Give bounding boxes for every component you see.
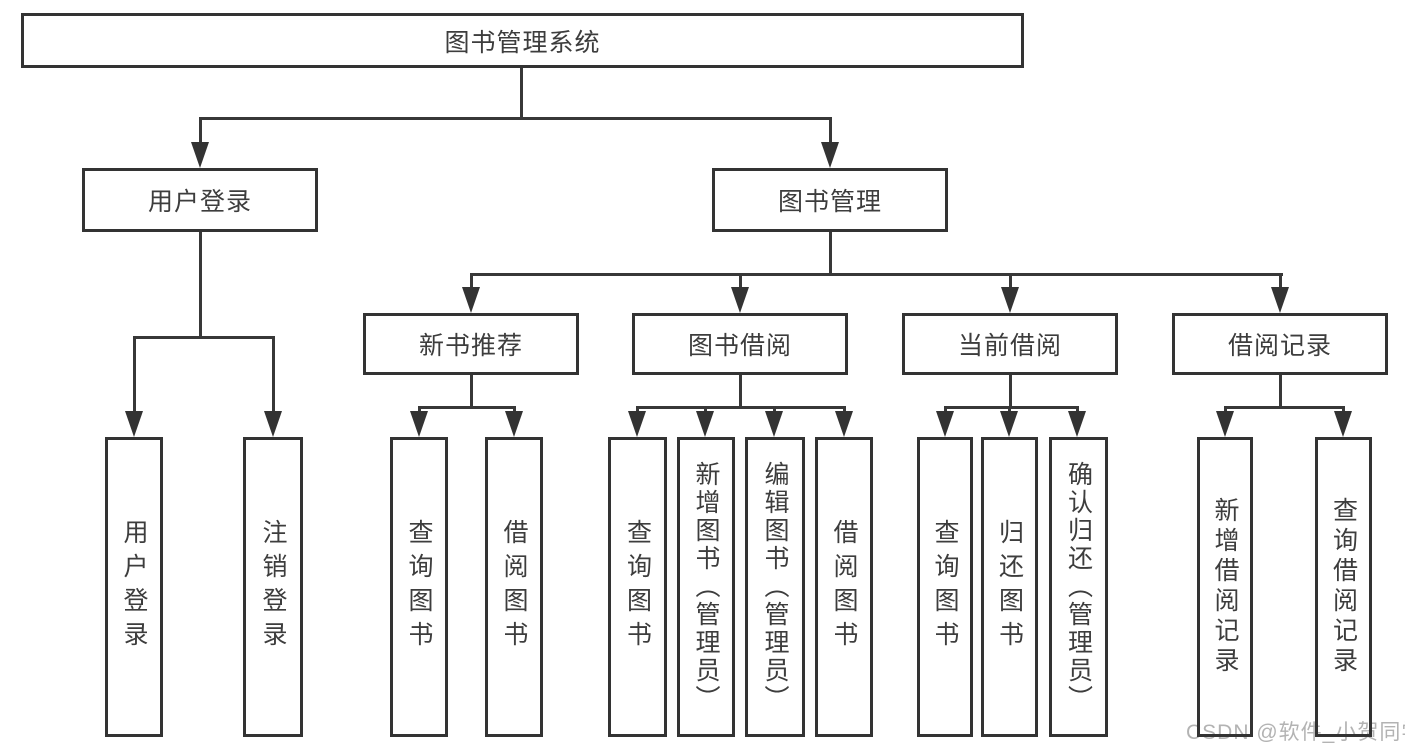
- leaf-query-borrow-record: 查询借阅记录: [1315, 437, 1372, 737]
- leaf-return-book: 归还图书: [981, 437, 1038, 737]
- arrow-to-return-book: [1000, 411, 1018, 437]
- connector-bookmgmt-hbar: [470, 273, 1283, 276]
- arrow-to-query-book-newrec: [410, 411, 428, 437]
- connector-records-stem: [1279, 375, 1282, 409]
- leaf-add-borrow-record-label: 新增借阅记录: [1211, 497, 1239, 677]
- leaf-return-book-label: 归还图书: [995, 519, 1024, 655]
- node-book-borrow: 图书借阅: [632, 313, 848, 375]
- connector-current-shaft-1: [944, 406, 947, 414]
- connector-newrec-shaft-1: [418, 406, 421, 414]
- leaf-edit-book-admin-label: 编辑图书（管理员）: [761, 461, 789, 713]
- arrow-to-borrow-book-newrec: [505, 411, 523, 437]
- leaf-logout: 注销登录: [243, 437, 303, 737]
- connector-current-hbar: [944, 406, 1079, 409]
- leaf-add-book-admin-label: 新增图书（管理员）: [692, 461, 720, 713]
- connector-userlogin-l-shaft: [133, 336, 136, 414]
- arrow-to-book-borrow: [731, 287, 749, 313]
- connector-bookmgmt-stem: [829, 232, 832, 275]
- leaf-query-book-newrec-label: 查询图书: [405, 519, 433, 655]
- connector-borrow-stem: [739, 375, 742, 409]
- connector-current-shaft-2: [1008, 406, 1011, 414]
- arrow-to-add-borrow-record: [1216, 411, 1234, 437]
- arrow-to-new-book-rec: [462, 287, 480, 313]
- node-borrow-records: 借阅记录: [1172, 313, 1388, 375]
- leaf-borrow-book-borrow: 借阅图书: [815, 437, 873, 737]
- node-root-label: 图书管理系统: [444, 28, 601, 57]
- arrow-to-add-book-admin: [696, 411, 714, 437]
- node-new-book-rec-label: 新书推荐: [418, 332, 523, 360]
- leaf-add-borrow-record: 新增借阅记录: [1197, 437, 1253, 737]
- connector-userlogin-hbar: [133, 336, 275, 339]
- arrow-to-leaf-logout: [264, 411, 282, 437]
- connector-borrow-shaft-4: [843, 406, 846, 414]
- connector-bookmgmt-shaft-2: [739, 273, 742, 289]
- arrow-to-confirm-return: [1068, 411, 1086, 437]
- arrow-to-current-borrow: [1001, 287, 1019, 313]
- connector-records-shaft-1: [1224, 406, 1227, 414]
- leaf-user-login: 用户登录: [105, 437, 163, 737]
- arrow-to-leaf-user-login: [125, 411, 143, 437]
- connector-borrow-hbar: [636, 406, 846, 409]
- connector-records-shaft-2: [1342, 406, 1345, 414]
- node-user-login: 用户登录: [82, 168, 318, 232]
- arrow-to-query-book-current: [936, 411, 954, 437]
- connector-newrec-shaft-2: [513, 406, 516, 414]
- connector-bookmgmt-shaft-3: [1009, 273, 1012, 289]
- csdn-watermark: CSDN @软件_小贺同学: [1186, 721, 1405, 744]
- connector-root-right-shaft: [829, 117, 832, 146]
- connector-userlogin-stem: [199, 232, 202, 336]
- leaf-edit-book-admin: 编辑图书（管理员）: [745, 437, 805, 737]
- leaf-query-book-newrec: 查询图书: [390, 437, 448, 737]
- node-book-mgmt: 图书管理: [712, 168, 948, 232]
- node-book-borrow-label: 图书借阅: [687, 332, 792, 360]
- leaf-confirm-return-admin-label: 确认归还（管理员）: [1064, 461, 1093, 713]
- connector-borrow-shaft-2: [704, 406, 707, 414]
- connector-current-shaft-3: [1076, 406, 1079, 414]
- leaf-user-login-label: 用户登录: [120, 519, 148, 655]
- leaf-query-book-borrow: 查询图书: [608, 437, 667, 737]
- connector-newrec-hbar: [418, 406, 516, 409]
- node-root: 图书管理系统: [21, 13, 1024, 68]
- arrow-to-query-borrow-record: [1334, 411, 1352, 437]
- leaf-borrow-book-newrec-label: 借阅图书: [500, 519, 528, 655]
- arrow-to-user-login: [191, 142, 209, 168]
- node-current-borrow-label: 当前借阅: [957, 332, 1062, 360]
- leaf-confirm-return-admin: 确认归还（管理员）: [1049, 437, 1108, 737]
- connector-bookmgmt-shaft-1: [470, 273, 473, 289]
- leaf-logout-label: 注销登录: [259, 519, 287, 655]
- arrow-to-query-book-borrow: [628, 411, 646, 437]
- connector-current-stem: [1009, 375, 1012, 409]
- arrow-to-book-mgmt: [821, 142, 839, 168]
- connector-borrow-shaft-3: [773, 406, 776, 414]
- node-current-borrow: 当前借阅: [902, 313, 1118, 375]
- leaf-query-borrow-record-label: 查询借阅记录: [1329, 497, 1358, 677]
- connector-root-hbar: [199, 117, 832, 120]
- arrow-to-borrow-book-borrow: [835, 411, 853, 437]
- node-new-book-rec: 新书推荐: [363, 313, 579, 375]
- connector-bookmgmt-shaft-4: [1279, 273, 1282, 289]
- arrow-to-edit-book-admin: [765, 411, 783, 437]
- leaf-borrow-book-borrow-label: 借阅图书: [830, 519, 858, 655]
- connector-newrec-stem: [470, 375, 473, 409]
- connector-records-hbar: [1224, 406, 1344, 409]
- connector-borrow-shaft-1: [636, 406, 639, 414]
- node-book-mgmt-label: 图书管理: [777, 188, 882, 216]
- node-borrow-records-label: 借阅记录: [1227, 332, 1332, 360]
- connector-root-left-shaft: [199, 117, 202, 146]
- leaf-query-book-borrow-label: 查询图书: [623, 519, 652, 655]
- leaf-query-book-current: 查询图书: [917, 437, 973, 737]
- connector-userlogin-r-shaft: [272, 336, 275, 414]
- leaf-borrow-book-newrec: 借阅图书: [485, 437, 543, 737]
- node-user-login-label: 用户登录: [147, 188, 252, 216]
- leaf-add-book-admin: 新增图书（管理员）: [677, 437, 735, 737]
- connector-root-stem: [520, 68, 523, 120]
- arrow-to-borrow-records: [1271, 287, 1289, 313]
- leaf-query-book-current-label: 查询图书: [931, 519, 959, 655]
